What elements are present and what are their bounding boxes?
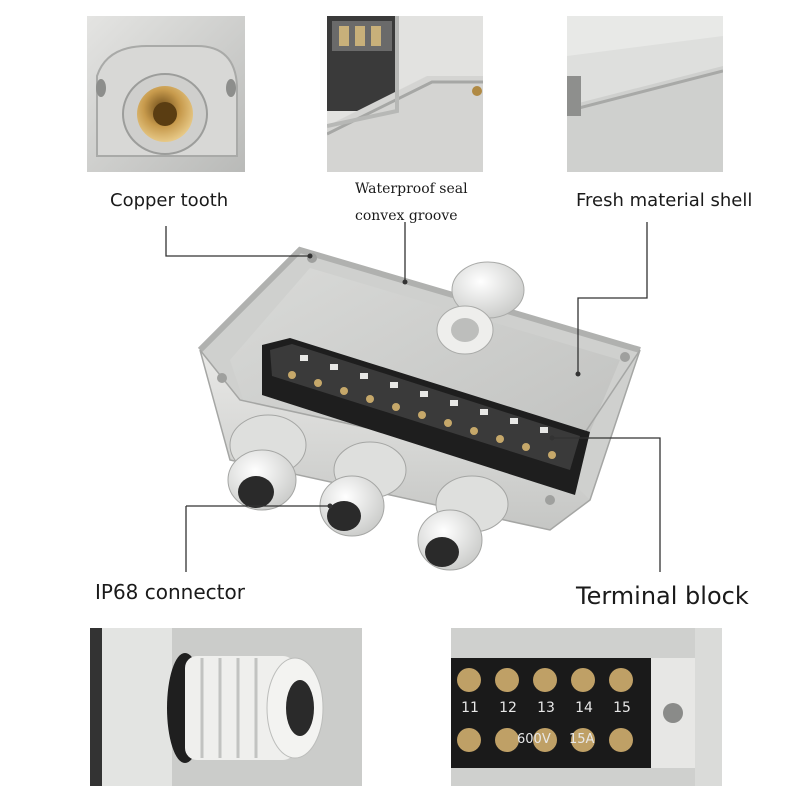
waterproof-seal-photo: [327, 16, 483, 172]
ip68-connector-photo: [90, 628, 362, 786]
terminal-block-label: Terminal block: [576, 582, 749, 610]
terminal-rating-voltage: 600V: [517, 732, 551, 747]
terminal-number: 11: [461, 700, 479, 716]
copper-tooth-label: Copper tooth: [110, 190, 229, 211]
terminal-rating-current: 15A: [569, 732, 595, 747]
waterproof-seal-label-line1: Waterproof seal: [355, 181, 468, 197]
terminal-closeup-photo: 11 12 13 14 15 600V 15A: [451, 628, 722, 786]
terminal-number: 14: [575, 700, 593, 716]
terminal-number-row: 11 12 13 14 15: [451, 700, 651, 716]
terminal-number: 15: [613, 700, 631, 716]
ip68-connector-label: IP68 connector: [95, 580, 245, 604]
fresh-shell-photo: [567, 16, 723, 172]
copper-tooth-photo: [87, 16, 245, 172]
terminal-number: 12: [499, 700, 517, 716]
waterproof-seal-label-line2: convex groove: [355, 208, 458, 224]
fresh-shell-label: Fresh material shell: [576, 190, 753, 211]
terminal-number: 13: [537, 700, 555, 716]
